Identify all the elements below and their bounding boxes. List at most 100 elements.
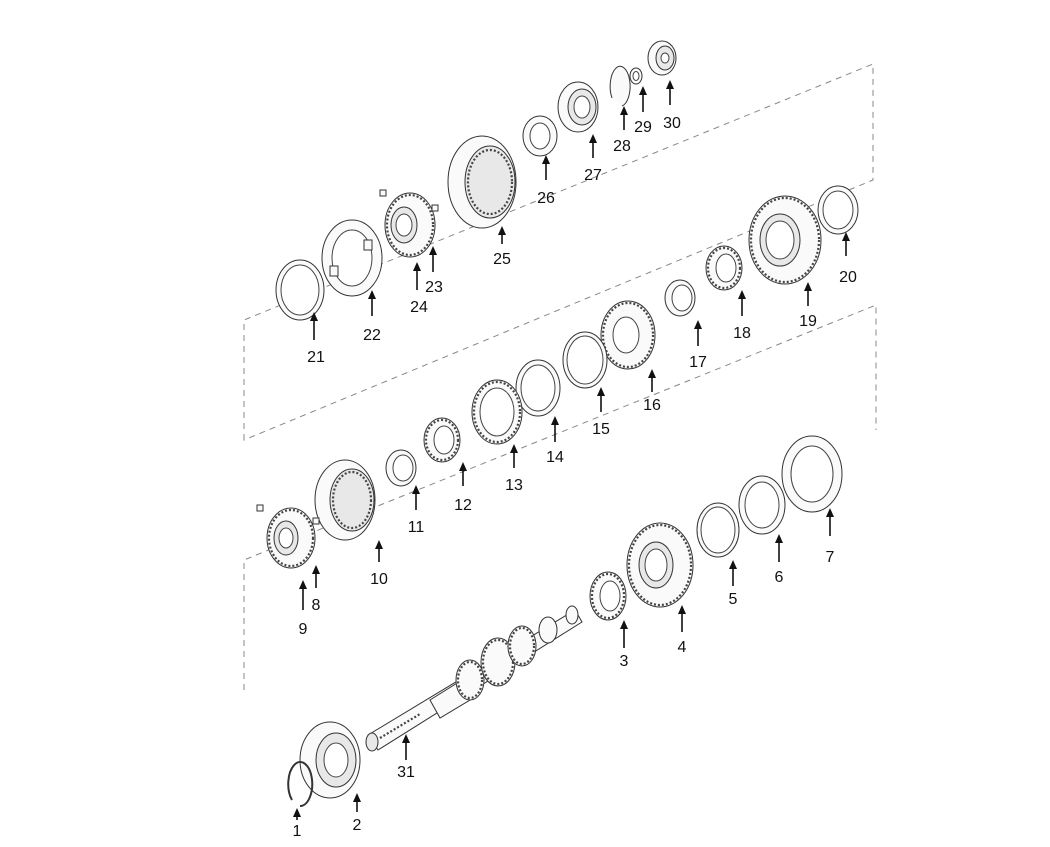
part-29-ring [629,67,643,85]
part-27-bearing [557,81,599,133]
part-19-gear [748,195,822,285]
part-25-sleeve [447,135,517,229]
callout-arrow-head [620,620,628,629]
callout-arrow-head [729,560,737,569]
callout-28: 28 [613,106,631,155]
callout-number: 25 [493,251,511,268]
callout-25: 25 [493,226,511,268]
part-30-flange-washer [647,40,677,76]
callout-24: 24 [410,262,428,316]
callout-4: 4 [678,605,687,656]
callout-number: 11 [408,519,425,536]
part-16-gear [600,300,656,370]
callout-arrow-head [826,508,834,517]
callout-arrow-head [842,232,850,241]
part-4-gear [626,522,694,608]
callout-19: 19 [799,282,817,330]
callout-2: 2 [353,793,362,834]
callout-13: 13 [505,444,523,494]
callout-22: 22 [363,290,381,344]
callout-15: 15 [592,387,610,438]
part-17-bushing [664,279,696,317]
callout-31: 31 [397,734,415,781]
part-28-snap-ring [609,65,631,107]
callout-number: 28 [613,138,631,155]
callout-arrow-head [648,369,656,378]
callout-number: 19 [799,313,817,330]
callout-arrow-head [551,416,559,425]
part-10-sleeve [314,459,376,541]
callout-arrow-head [293,808,301,817]
callout-14: 14 [546,416,564,466]
callout-number: 27 [584,167,602,184]
part-22-synchro-ring [321,219,383,297]
callout-number: 18 [733,325,751,342]
part-12-needle-bearing [423,417,461,463]
callout-12: 12 [454,462,472,514]
callout-arrow-head [738,290,746,299]
callout-number: 10 [370,571,388,588]
callout-number: 3 [620,653,629,670]
callout-arrow-head [375,540,383,549]
callout-arrow-head [620,106,628,115]
part-5-cone-ring [696,502,740,558]
callout-arrow-head [459,462,467,471]
callout-3: 3 [620,620,629,670]
callout-number: 23 [425,279,443,296]
callout-arrow-head [353,793,361,802]
part-2-bearing [299,721,361,799]
callout-30: 30 [663,80,681,132]
callout-arrow-head [678,605,686,614]
callout-arrow-head [299,580,307,589]
part-23-synchro-hub [379,189,439,258]
part-21-cone-ring [275,259,325,321]
part-6-ring [738,475,786,535]
callout-number: 15 [592,421,610,438]
callout-number: 21 [307,349,325,366]
callout-27: 27 [584,134,602,184]
callout-number: 14 [546,449,564,466]
callout-number: 20 [839,269,857,286]
callout-8: 8 [312,565,321,614]
callout-arrow-head [589,134,597,143]
callout-number: 2 [353,817,362,834]
callout-number: 30 [663,115,681,132]
callout-arrow-head [666,80,674,89]
part-26-washer [522,115,558,157]
callout-7: 7 [826,508,835,566]
callout-number: 29 [634,119,652,136]
callout-29: 29 [634,86,652,136]
callout-6: 6 [775,534,784,586]
callout-arrow-head [639,86,647,95]
callout-arrow-head [775,534,783,543]
part-20-ring [817,185,859,235]
callout-number: 7 [826,549,835,566]
callout-number: 13 [505,477,523,494]
callout-arrow-head [413,262,421,271]
part-15-cone-ring [562,331,608,389]
callout-arrow-head [368,290,376,299]
callout-23: 23 [425,246,443,296]
part-1-snap-ring [287,761,314,808]
callout-17: 17 [689,320,707,371]
callout-10: 10 [370,540,388,588]
part-3-needle-bearing [589,571,627,621]
callout-1: 1 [293,808,302,840]
callout-number: 16 [643,397,661,414]
callout-arrow-head [429,246,437,255]
callout-number: 17 [689,354,707,371]
callout-21: 21 [307,312,325,366]
callout-9: 9 [299,580,308,638]
callout-number: 31 [397,764,415,781]
part-18-needle-bearing [705,245,743,291]
callout-arrow-head [542,155,550,164]
callout-26: 26 [537,155,555,207]
part-31-main-shaft [365,605,583,752]
part-8-synchro-hub [256,504,320,569]
callout-arrow-head [498,226,506,235]
callout-arrow-head [694,320,702,329]
callout-number: 22 [363,327,381,344]
part-11-bushing [385,449,417,487]
